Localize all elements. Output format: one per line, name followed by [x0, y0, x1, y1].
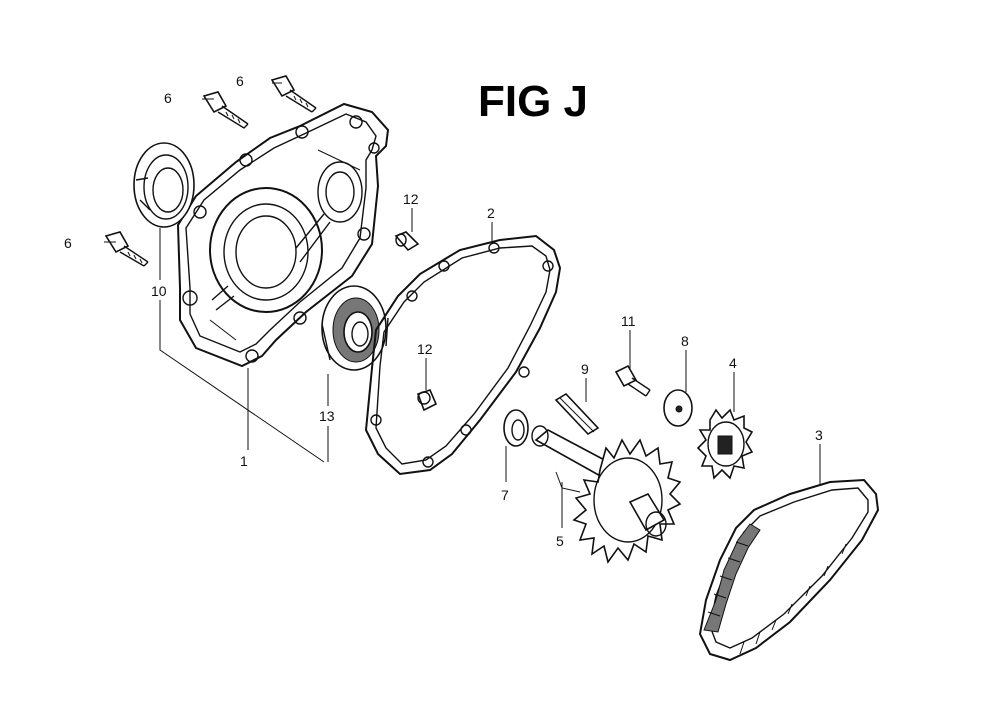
figure-title: FIG J [478, 77, 588, 126]
part-7-washer [503, 409, 529, 447]
part-9-key [554, 392, 600, 436]
part-10-oil-seal [133, 142, 195, 228]
part-6-bolt-top [270, 75, 317, 113]
callout-7: 7 [501, 487, 509, 503]
part-4-small-sprocket [696, 408, 754, 480]
callout-5: 5 [556, 533, 564, 549]
part-13-bearing [321, 285, 389, 371]
callout-1: 1 [240, 453, 248, 469]
part-12-dowel-pin-upper [394, 231, 420, 252]
callout-3: 3 [815, 427, 823, 443]
part-5-drive-shaft-sprocket [531, 425, 682, 564]
callout-8: 8 [681, 333, 689, 349]
part-6-bolt-left [104, 231, 149, 267]
part-2-gasket [364, 234, 562, 476]
callout-12-lower: 12 [417, 341, 433, 357]
part-8-washer [663, 389, 693, 427]
callout-6-middle: 6 [164, 90, 172, 106]
callout-11: 11 [621, 313, 636, 329]
callout-4: 4 [729, 355, 737, 371]
callout-10: 10 [151, 283, 167, 299]
callout-6-top: 6 [236, 73, 244, 89]
callout-2: 2 [487, 205, 495, 221]
callout-9: 9 [581, 361, 589, 377]
part-1-case-cover [176, 102, 390, 368]
leader-lines [104, 82, 821, 528]
part-11-bolt [614, 364, 651, 397]
callout-12-upper: 12 [403, 191, 419, 207]
callout-6-left: 6 [64, 235, 72, 251]
part-3-chain [698, 478, 880, 662]
part-6-bolt-middle [202, 91, 249, 129]
callout-labels: 6 6 6 10 1 13 12 12 2 9 11 8 4 3 7 5 [64, 73, 823, 549]
part-12-dowel-pin-lower [416, 389, 438, 412]
callout-13: 13 [319, 408, 335, 424]
